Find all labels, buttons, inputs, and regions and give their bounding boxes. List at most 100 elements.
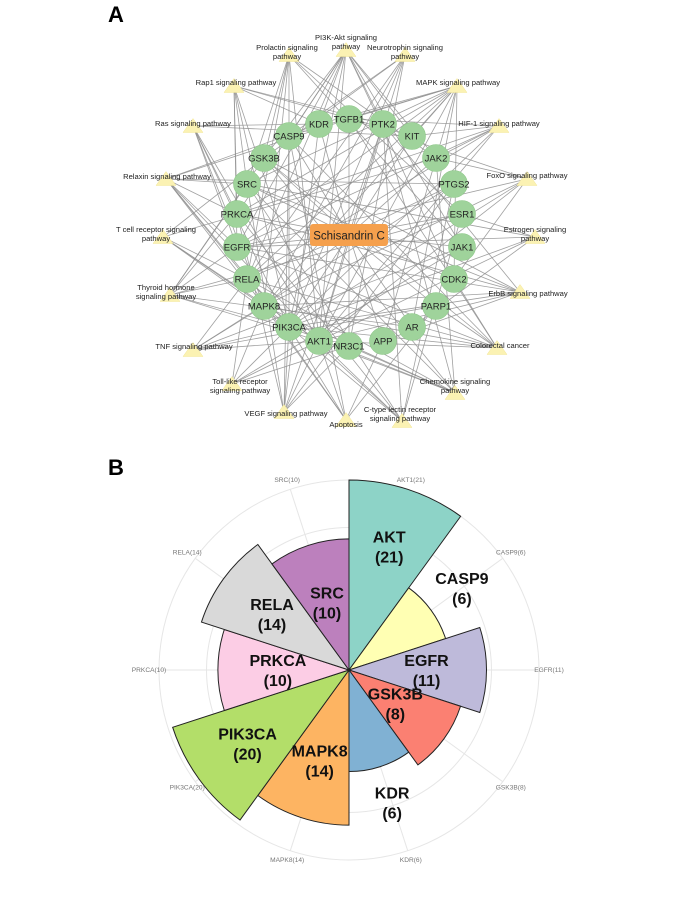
edge-rela-tnf <box>192 278 248 351</box>
pathway-label-line: Prolactin signaling <box>256 43 318 52</box>
rose-value-akt: (21) <box>375 549 403 566</box>
edge-prkca-hif1 <box>236 125 500 215</box>
edge-gsk3b-prolactin <box>263 54 290 159</box>
rose-axis-label-rela: RELA(14) <box>173 549 202 556</box>
edge-casp9-apoptosis <box>288 135 347 421</box>
edge-rela-toll <box>231 278 248 385</box>
gene-node-jak1 <box>448 233 476 261</box>
gene-label-jak2: JAK2 <box>425 153 448 164</box>
gene-label-src: SRC <box>237 179 257 190</box>
edge-rela-tcell <box>162 236 248 280</box>
edge-kit-hif1 <box>411 125 500 137</box>
edge-ptgs2-relaxin <box>165 178 455 185</box>
pathway-label-line: pathway <box>332 42 360 51</box>
gene-node-jak2 <box>422 144 450 172</box>
pathway-node-ras <box>182 118 204 133</box>
edge-esr1-thyroid <box>169 213 463 296</box>
pathway-node-tnf <box>182 342 204 357</box>
rose-axis-label-prkca: PRKCA(10) <box>132 667 166 674</box>
rose-wedge-mapk8 <box>257 668 350 826</box>
gene-label-mapk8: MAPK8 <box>248 301 280 312</box>
pathway-node-colorectal <box>486 340 508 355</box>
pathway-label-line: PI3K-Akt signaling <box>315 33 377 42</box>
pathway-label-line: pathway <box>521 234 549 243</box>
pathway-node-neuro <box>394 47 416 62</box>
gene-node-app <box>369 327 397 355</box>
edge-pik3ca-apoptosis <box>288 326 347 421</box>
edge-egfr-erbb <box>236 246 521 293</box>
edge-akt1-toll <box>231 340 320 385</box>
pathway-node-prolactin <box>278 47 300 62</box>
rose-axis-label-casp9: CASP9(6) <box>496 549 526 556</box>
edge-center-app <box>348 234 384 342</box>
edge-kdr-rap1 <box>233 85 320 125</box>
pathway-label-line: Neurotrophin signaling <box>367 43 443 52</box>
gene-label-casp9: CASP9 <box>273 131 304 142</box>
gene-node-mapk8 <box>250 292 278 320</box>
rose-axis-label-kdr: KDR(6) <box>400 857 422 864</box>
gene-node-parp1 <box>422 292 450 320</box>
edge-kit-pi3k <box>345 49 413 137</box>
rose-value-src: (10) <box>313 605 341 622</box>
edge-ar-thyroid <box>169 294 413 328</box>
pathway-label-line: Chemokine signaling <box>420 377 491 386</box>
rose-wedge-gsk3b <box>347 669 462 766</box>
pathway-label-hif1: HIF-1 signaling pathway <box>458 119 540 128</box>
pathway-label-line: C-type lectin receptor <box>364 405 437 414</box>
rose-label-egfr: EGFR <box>404 653 449 670</box>
edge-ptgs2-tnf <box>192 183 455 351</box>
edge-egfr-colorectal <box>236 246 498 349</box>
rose-label-kdr: KDR <box>375 786 410 803</box>
edge-nr3c1-chemokine <box>348 345 456 394</box>
edge-center-kdr <box>318 123 350 236</box>
pathway-label-mapk: MAPK signaling pathway <box>416 78 500 87</box>
pathway-node-rap1 <box>223 78 245 93</box>
edge-nr3c1-toll <box>231 345 350 385</box>
rose-label-gsk3b: GSK3B <box>368 687 423 704</box>
edge-casp9-pi3k <box>288 49 347 137</box>
edge-kdr-ras <box>192 123 320 127</box>
pathway-node-relaxin <box>155 171 177 186</box>
pathway-node-foxo <box>516 171 538 186</box>
edge-src-estrogen <box>246 183 536 238</box>
pathway-node-thyroid <box>159 287 181 302</box>
edge-akt1-foxo <box>318 178 528 342</box>
gene-node-rela <box>233 265 261 293</box>
edge-jak1-toll <box>231 246 463 385</box>
gene-label-kdr: KDR <box>309 119 329 130</box>
edge-center-jak2 <box>348 157 437 236</box>
edge-src-rap1 <box>233 85 248 185</box>
gene-node-ptk2 <box>369 110 397 138</box>
pathway-label-line: pathway <box>441 386 469 395</box>
edge-app-apoptosis <box>345 340 384 421</box>
edge-center-pik3ca <box>288 234 350 328</box>
edge-akt1-mapk <box>318 85 458 342</box>
gene-node-gsk3b <box>250 144 278 172</box>
rose-wedge-akt <box>348 479 462 672</box>
rose-axis-label-pik3ca: PIK3CA(20) <box>170 785 205 792</box>
rose-label-mapk8: MAPK8 <box>292 743 348 760</box>
rose-wedge-src <box>271 538 350 672</box>
edge-pik3ca-vegf <box>283 326 290 413</box>
rose-value-casp9: (6) <box>452 591 472 608</box>
edge-ptk2-chemokine <box>382 123 456 394</box>
gene-label-esr1: ESR1 <box>450 209 475 220</box>
edge-app-mapk <box>382 85 458 342</box>
gene-node-egfr <box>223 233 251 261</box>
edge-kdr-vegf <box>283 123 320 413</box>
edge-jak2-tcell <box>162 157 437 238</box>
gene-label-akt1: AKT1 <box>307 336 331 347</box>
center-compound-box <box>310 224 388 246</box>
rose-value-pik3ca: (20) <box>233 747 261 764</box>
pathway-node-hif1 <box>488 118 510 133</box>
pathway-node-toll <box>221 376 243 391</box>
rose-axis-labels: AKT1(21)CASP9(6)EGFR(11)GSK3B(8)KDR(6)MA… <box>132 477 564 864</box>
gene-node-casp9 <box>275 122 303 150</box>
gene-label-pik3ca: PIK3CA <box>272 322 306 333</box>
edge-mapk8-erbb <box>263 291 521 307</box>
gene-label-kit: KIT <box>405 131 420 142</box>
pathway-label-line: Toll-like receptor <box>212 377 268 386</box>
